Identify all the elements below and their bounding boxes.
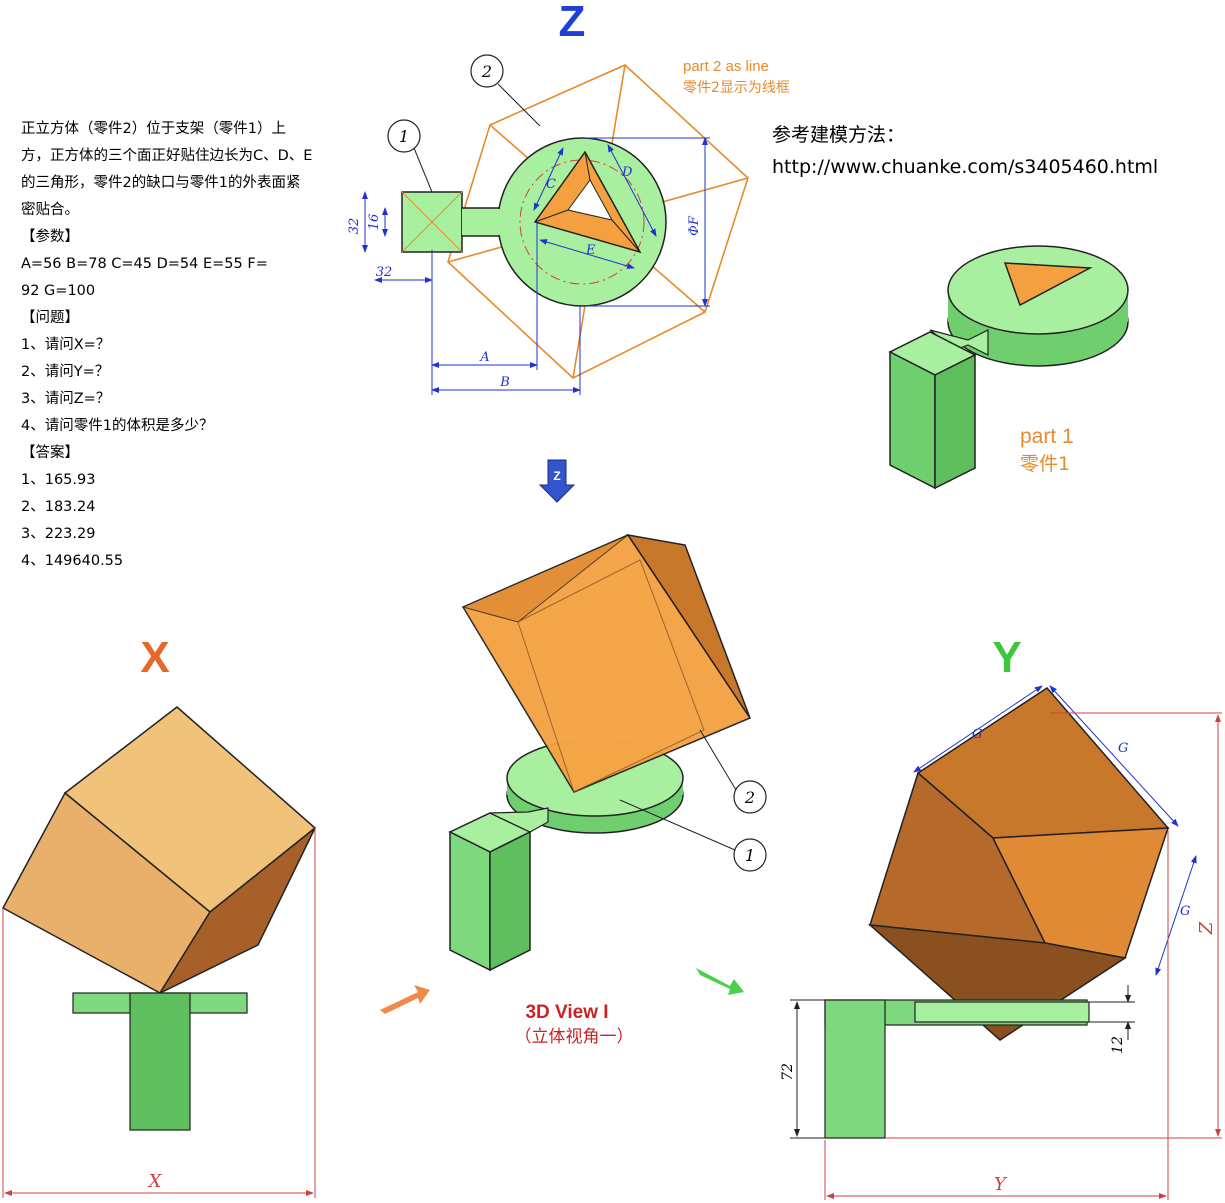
z-direction-arrow: Z (538, 459, 576, 503)
center-3d-view: 2 1 3D View I （立体视角一） (448, 533, 767, 1047)
dim-A: A (479, 350, 489, 365)
dim-Z: Z (1196, 921, 1217, 935)
desc-line: 的三角形，零件2的缺口与零件1的外表面紧 (21, 175, 301, 191)
desc-line: 正立方体（零件2）位于支架（零件1）上 (21, 121, 286, 137)
callout-2-center: 2 (744, 788, 755, 807)
callout-1-center: 1 (745, 846, 755, 865)
desc-line: 方，正方体的三个面正好贴住边长为C、D、E (21, 148, 313, 164)
dim-32-horizontal: 32 (376, 265, 393, 280)
desc-heading-params: 【参数】 (21, 229, 79, 245)
dim-B: B (499, 375, 510, 390)
dim-Y: Y (994, 1174, 1008, 1195)
y-side-view: Y G G G Z Y (780, 633, 1222, 1200)
part2-as-line-label: part 2 as line (683, 58, 769, 75)
z-top-view: Z (347, 0, 790, 395)
dim-G-2: G (1118, 741, 1128, 756)
z-view-title: Z (559, 0, 586, 46)
dim-F: ΦF (687, 215, 702, 236)
answer-3: 3、223.29 (21, 526, 96, 542)
desc-line: 密贴合。 (21, 202, 79, 218)
z-arrow-label: Z (553, 469, 560, 483)
answer-4: 4、149640.55 (21, 553, 124, 569)
desc-params: A=56 B=78 C=45 D=54 E=55 F= (21, 256, 268, 272)
view-3d-label-cn: （立体视角一） (515, 1027, 634, 1047)
dim-X: X (147, 1171, 163, 1192)
y-view-title: Y (992, 633, 1021, 682)
answer-2: 2、183.24 (21, 499, 96, 515)
question-1: 1、请问X=？ (21, 337, 111, 353)
problem-description: 正立方体（零件2）位于支架（零件1）上 方，正方体的三个面正好贴住边长为C、D、… (21, 116, 346, 575)
part1-isometric: part 1 零件1 (888, 245, 1129, 490)
part2-as-line-label-cn: 零件2显示为线框 (683, 80, 790, 96)
z-view-dim-labels: 32 16 32 A B C D E ΦF (347, 165, 702, 390)
dim-72: 72 (780, 1063, 796, 1081)
x-side-view: X X (1, 633, 317, 1198)
dim-C: C (546, 177, 556, 192)
part1-label-cn: 零件1 (1020, 453, 1070, 475)
dim-D: D (621, 165, 633, 180)
desc-heading-questions: 【问题】 (21, 310, 79, 326)
question-2: 2、请问Y=？ (21, 364, 110, 380)
dim-32-vertical: 32 (347, 218, 362, 235)
reference-label: 参考建模方法： (772, 124, 906, 146)
callout-1: 1 (399, 127, 409, 146)
x-view-title: X (140, 633, 169, 682)
dim-G-1: G (972, 727, 982, 742)
z-view-callouts: 2 1 (387, 54, 541, 193)
y-direction-arrow (696, 968, 744, 995)
dim-16: 16 (367, 214, 382, 231)
desc-params: 92 G=100 (21, 283, 96, 299)
part1-label: part 1 (1020, 425, 1074, 448)
answer-1: 1、165.93 (21, 472, 96, 488)
question-3: 3、请问Z=？ (21, 391, 111, 407)
view-3d-label: 3D View I (525, 1002, 608, 1023)
dim-G-3: G (1180, 904, 1190, 919)
callout-2: 2 (481, 62, 492, 81)
question-4: 4、请问零件1的体积是多少？ (21, 418, 214, 434)
x-direction-arrow (380, 985, 430, 1014)
dim-E: E (585, 243, 596, 258)
part1-top-view (401, 137, 667, 307)
reference-url[interactable]: http://www.chuanke.com/s3405460.html (772, 156, 1159, 178)
z-view-dimensions (362, 137, 710, 395)
dim-12: 12 (1110, 1036, 1126, 1054)
desc-heading-answers: 【答案】 (21, 445, 79, 461)
